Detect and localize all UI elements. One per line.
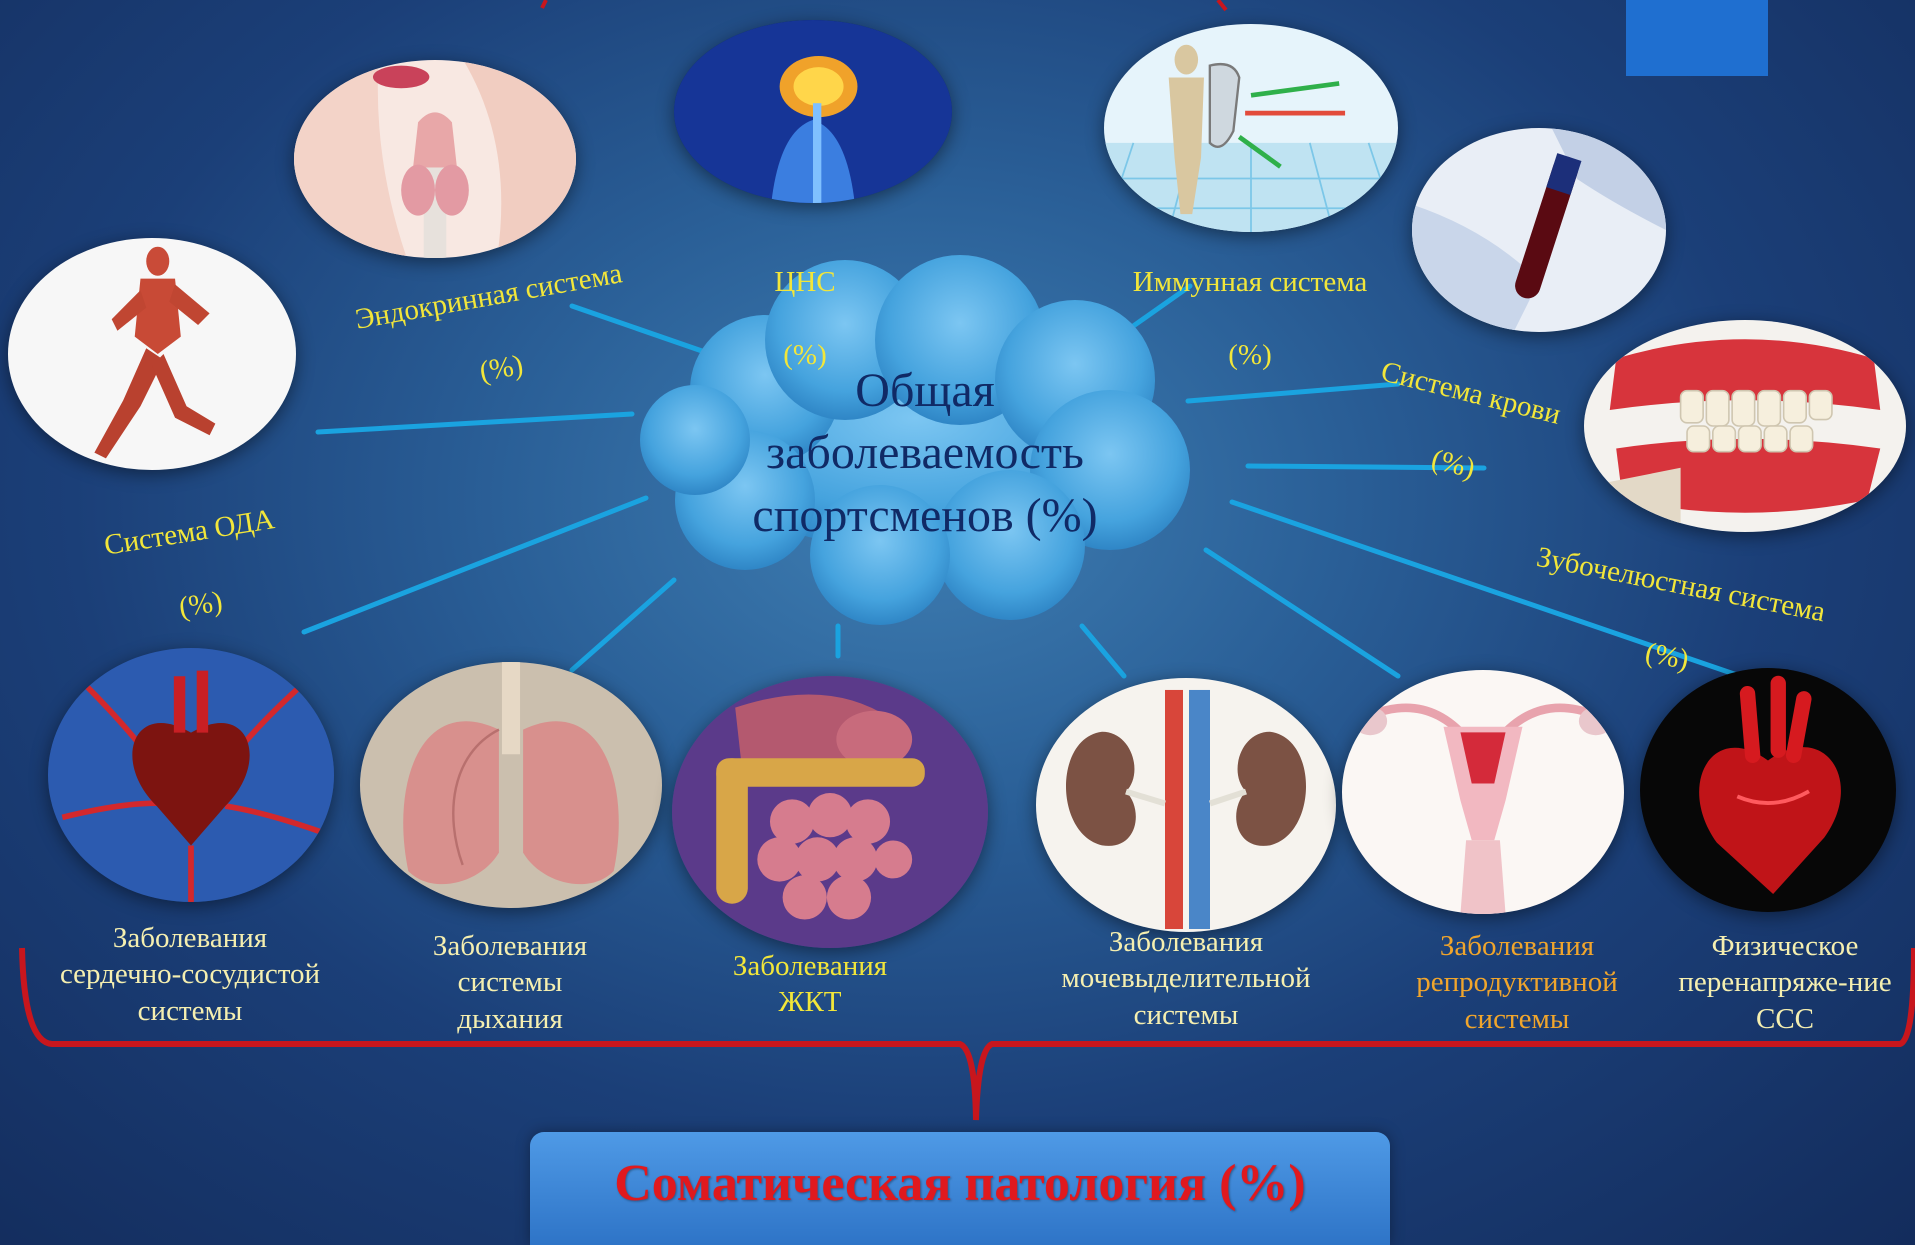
immune-label: Иммунная система (%) <box>1110 228 1390 409</box>
immune-image <box>1104 24 1398 232</box>
top-tick-left <box>542 0 546 8</box>
musculoskeletal-label: Система ОДА (%) <box>77 463 313 675</box>
respiratory-label: Заболевания системы дыхания <box>400 928 620 1037</box>
cns-image <box>674 20 952 203</box>
reproductive-label: Заболевания репродуктивной системы <box>1392 928 1642 1037</box>
urinary-image <box>1036 678 1336 932</box>
overstrain-label: Физическое перенапряже-ние ССС <box>1660 928 1910 1037</box>
endocrine-pct: (%) <box>336 322 667 415</box>
musculoskeletal-pct: (%) <box>94 570 307 639</box>
immune-title: Иммунная система <box>1110 264 1390 300</box>
cns-label: ЦНС (%) <box>730 228 880 409</box>
dental-image <box>1584 320 1906 532</box>
blood-title: Система крови <box>1360 349 1582 437</box>
cns-title: ЦНС <box>730 264 880 300</box>
somatic-pathology-box: Соматическая патология (%) <box>530 1132 1390 1245</box>
musculoskeletal-title: Система ОДА <box>83 498 296 567</box>
musculoskeletal-image <box>8 238 296 470</box>
connector-reproductive <box>1206 550 1398 676</box>
blood-image <box>1412 128 1666 332</box>
endocrine-image <box>294 60 576 258</box>
top-tick-right <box>1218 0 1226 10</box>
immune-pct: (%) <box>1110 337 1390 373</box>
connector-urinary <box>1082 626 1124 676</box>
gi-image <box>672 676 988 948</box>
blood-pct: (%) <box>1342 420 1564 508</box>
somatic-pathology-label: Соматическая патология (%) <box>530 1154 1390 1213</box>
urinary-label: Заболевания мочевыделительной системы <box>1036 924 1336 1033</box>
gi-label: Заболевания ЖКТ <box>700 948 920 1021</box>
cardio-label: Заболевания сердечно-сосудистой системы <box>40 920 340 1029</box>
reproductive-image <box>1342 670 1624 914</box>
respiratory-image <box>360 662 662 908</box>
cardio-image <box>48 648 334 902</box>
cns-pct: (%) <box>730 337 880 373</box>
connector-cardio <box>304 498 646 632</box>
connector-respiratory <box>572 580 674 670</box>
endocrine-title: Эндокринная система <box>323 250 654 343</box>
corner-square <box>1626 0 1768 76</box>
